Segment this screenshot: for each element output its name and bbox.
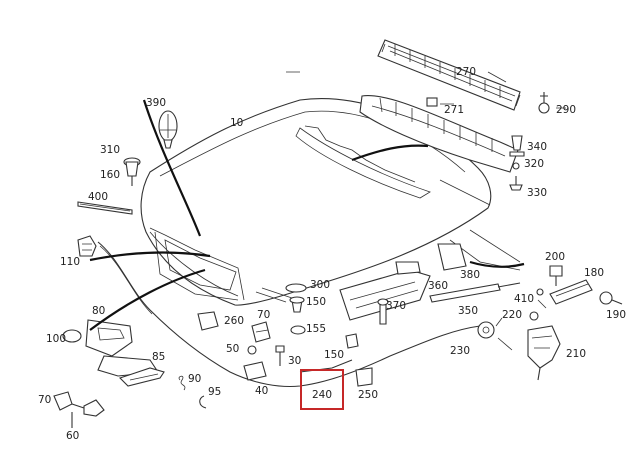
cover-part-380 (437, 243, 467, 271)
label-390: 390 (146, 97, 166, 109)
label-70-center: 70 (257, 309, 270, 321)
bracket-part-40 (243, 361, 267, 381)
grille-part-270 (377, 39, 521, 111)
bolt-part-190 (599, 291, 623, 305)
label-70-left: 70 (38, 394, 51, 406)
rod (255, 287, 293, 303)
bolt-part-200 (549, 265, 563, 286)
grommet-part-100 (62, 329, 82, 343)
label-80: 80 (92, 305, 105, 317)
label-90: 90 (188, 373, 201, 385)
release-cable (97, 241, 481, 387)
label-240: 240 (312, 389, 332, 401)
label-110: 110 (60, 256, 80, 268)
latch-part-210 (527, 325, 561, 381)
latch-parts-70-60 (53, 391, 105, 428)
latch-part-110 (77, 235, 97, 257)
label-270: 270 (456, 66, 476, 78)
nut-part-155 (290, 325, 306, 335)
label-220: 220 (502, 309, 522, 321)
clip-part-70-center (251, 321, 271, 343)
label-350: 350 (458, 305, 478, 317)
label-160: 160 (100, 169, 120, 181)
label-150-lower: 150 (324, 349, 344, 361)
highlight-box-240 (300, 369, 344, 410)
bracket-part-400 (77, 201, 133, 215)
screw-part-50 (247, 345, 257, 355)
label-150-upper: 150 (306, 296, 326, 308)
lock-assembly-360 (339, 261, 431, 321)
label-200: 200 (545, 251, 565, 263)
assembly-arrows (89, 99, 525, 331)
leader-lines (286, 71, 566, 351)
label-210: 210 (566, 348, 586, 360)
label-95: 95 (208, 386, 221, 398)
strut-part-350 (429, 282, 521, 303)
nut-part-220 (529, 311, 539, 321)
label-50: 50 (226, 343, 239, 355)
screw-part-30 (275, 345, 285, 366)
label-400: 400 (88, 191, 108, 203)
part-labels: 10 270 271 290 340 320 330 390 310 160 4… (38, 66, 626, 442)
spring-part-90 (178, 375, 186, 391)
clip-part-150-lower (345, 333, 359, 349)
label-85: 85 (152, 351, 165, 363)
label-290: 290 (556, 104, 576, 116)
label-360: 360 (428, 280, 448, 292)
label-410: 410 (514, 293, 534, 305)
label-155: 155 (306, 323, 326, 335)
bracket-part-80 (85, 319, 159, 377)
cable-part-230 (477, 321, 495, 339)
label-60: 60 (66, 430, 79, 442)
buffer-part-160 (123, 157, 141, 186)
pin-part-370 (377, 298, 389, 325)
label-180: 180 (584, 267, 604, 279)
bumper-part-260 (197, 311, 219, 331)
label-340: 340 (527, 141, 547, 153)
label-40: 40 (255, 385, 268, 397)
clip-part-250 (355, 367, 373, 387)
label-330: 330 (527, 187, 547, 199)
clip-part-410 (536, 288, 544, 296)
label-260: 260 (224, 315, 244, 327)
label-310: 310 (100, 144, 120, 156)
label-300: 300 (310, 279, 330, 291)
label-271: 271 (444, 104, 464, 116)
label-370: 370 (386, 300, 406, 312)
lever-part-85 (118, 367, 165, 387)
label-190: 190 (606, 309, 626, 321)
lever-part-180 (549, 279, 593, 305)
bolt-part-150 (289, 296, 305, 313)
clip-part-95 (199, 395, 207, 409)
fasteners-right (509, 92, 550, 191)
label-250: 250 (358, 389, 378, 401)
vent-frame (359, 95, 519, 173)
label-30: 30 (288, 355, 301, 367)
label-320: 320 (524, 158, 544, 170)
plate-part-300 (285, 283, 307, 293)
label-10: 10 (230, 117, 243, 129)
label-380: 380 (460, 269, 480, 281)
emblem-part-390 (158, 110, 178, 149)
clip-271 (426, 97, 438, 107)
label-100: 100 (46, 333, 66, 345)
label-230: 230 (450, 345, 470, 357)
